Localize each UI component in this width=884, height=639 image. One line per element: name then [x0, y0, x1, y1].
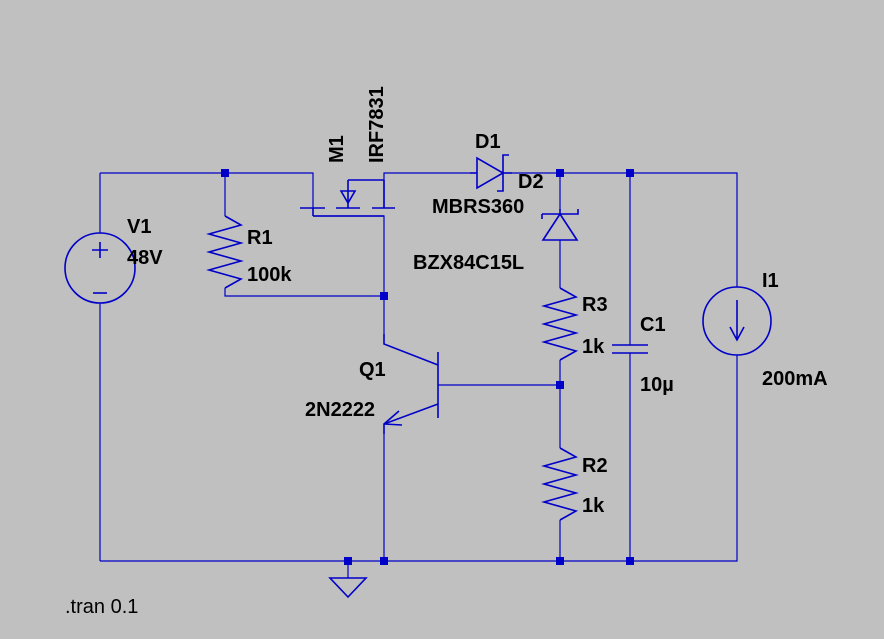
i1-name-label: I1: [762, 270, 779, 292]
wire-r1-bottom[interactable]: [224, 288, 384, 297]
junction-dot: [221, 169, 229, 177]
mosfet-m1[interactable]: [300, 179, 395, 217]
arrow-head-icon: [729, 326, 745, 342]
current-source-i1[interactable]: [702, 286, 772, 356]
c1-value-label: 10µ: [640, 374, 674, 396]
c1-name-label: C1: [640, 314, 666, 336]
d1-value-label: MBRS360: [432, 196, 524, 218]
d1-name-label: D1: [475, 131, 501, 153]
r3-value-label: 1k: [582, 336, 605, 358]
zener-bar-icon: [542, 209, 579, 215]
current-source-icon: [702, 286, 772, 356]
junction-dot: [626, 557, 634, 565]
diode-d1[interactable]: [470, 154, 512, 192]
transistor-emitter-arrow-icon: [383, 410, 403, 426]
wire-top-right[interactable]: [512, 172, 738, 287]
r3-name-label: R3: [582, 294, 608, 316]
transistor-collector-icon: [383, 334, 439, 366]
capacitor-c1[interactable]: [612, 344, 648, 354]
wire-bottom-rail[interactable]: [100, 355, 738, 562]
junctions: [221, 169, 634, 565]
voltage-source-v1[interactable]: [64, 232, 136, 304]
junction-dot: [556, 381, 564, 389]
plus-sign-icon: [92, 242, 108, 258]
r1-value-label: 100k: [247, 264, 292, 286]
v1-name-label: V1: [127, 216, 151, 238]
spice-directive[interactable]: .tran 0.1: [65, 596, 138, 618]
d2-value-label: BZX84C15L: [413, 252, 524, 274]
d2-name-label: D2: [518, 171, 544, 193]
wire-gate-collector[interactable]: [313, 215, 385, 334]
m1-value-label: IRF7831: [366, 86, 388, 163]
zener-triangle-icon: [541, 212, 579, 241]
ground-symbol[interactable]: [328, 577, 368, 599]
diode-triangle-icon: [476, 156, 505, 190]
wires: [99, 172, 738, 578]
resistor-icon: [206, 215, 244, 289]
q1-name-label: Q1: [359, 359, 386, 381]
junction-dot: [556, 557, 564, 565]
junction-dot: [344, 557, 352, 565]
mosfet-arrow-icon: [339, 190, 357, 205]
voltage-source-icon: [64, 232, 136, 304]
resistor-r3[interactable]: [541, 287, 579, 361]
resistor-icon: [541, 447, 579, 521]
resistor-r2[interactable]: [541, 447, 579, 521]
v1-value-label: 48V: [127, 247, 163, 269]
m1-name-label: M1: [326, 135, 348, 163]
junction-dot: [380, 557, 388, 565]
ground-icon: [328, 577, 368, 599]
i1-value-label: 200mA: [762, 368, 828, 390]
r1-name-label: R1: [247, 227, 273, 249]
q1-value-label: 2N2222: [305, 399, 375, 421]
junction-dot: [380, 292, 388, 300]
transistor-emitter-icon: [383, 403, 439, 434]
resistor-r1[interactable]: [206, 215, 244, 289]
resistor-icon: [541, 287, 579, 361]
transistor-q1[interactable]: [383, 334, 439, 434]
r2-name-label: R2: [582, 455, 608, 477]
zener-d2[interactable]: [541, 209, 579, 241]
r2-value-label: 1k: [582, 495, 605, 517]
junction-dot: [626, 169, 634, 177]
wire-top-left[interactable]: [100, 172, 314, 208]
junction-dot: [556, 169, 564, 177]
